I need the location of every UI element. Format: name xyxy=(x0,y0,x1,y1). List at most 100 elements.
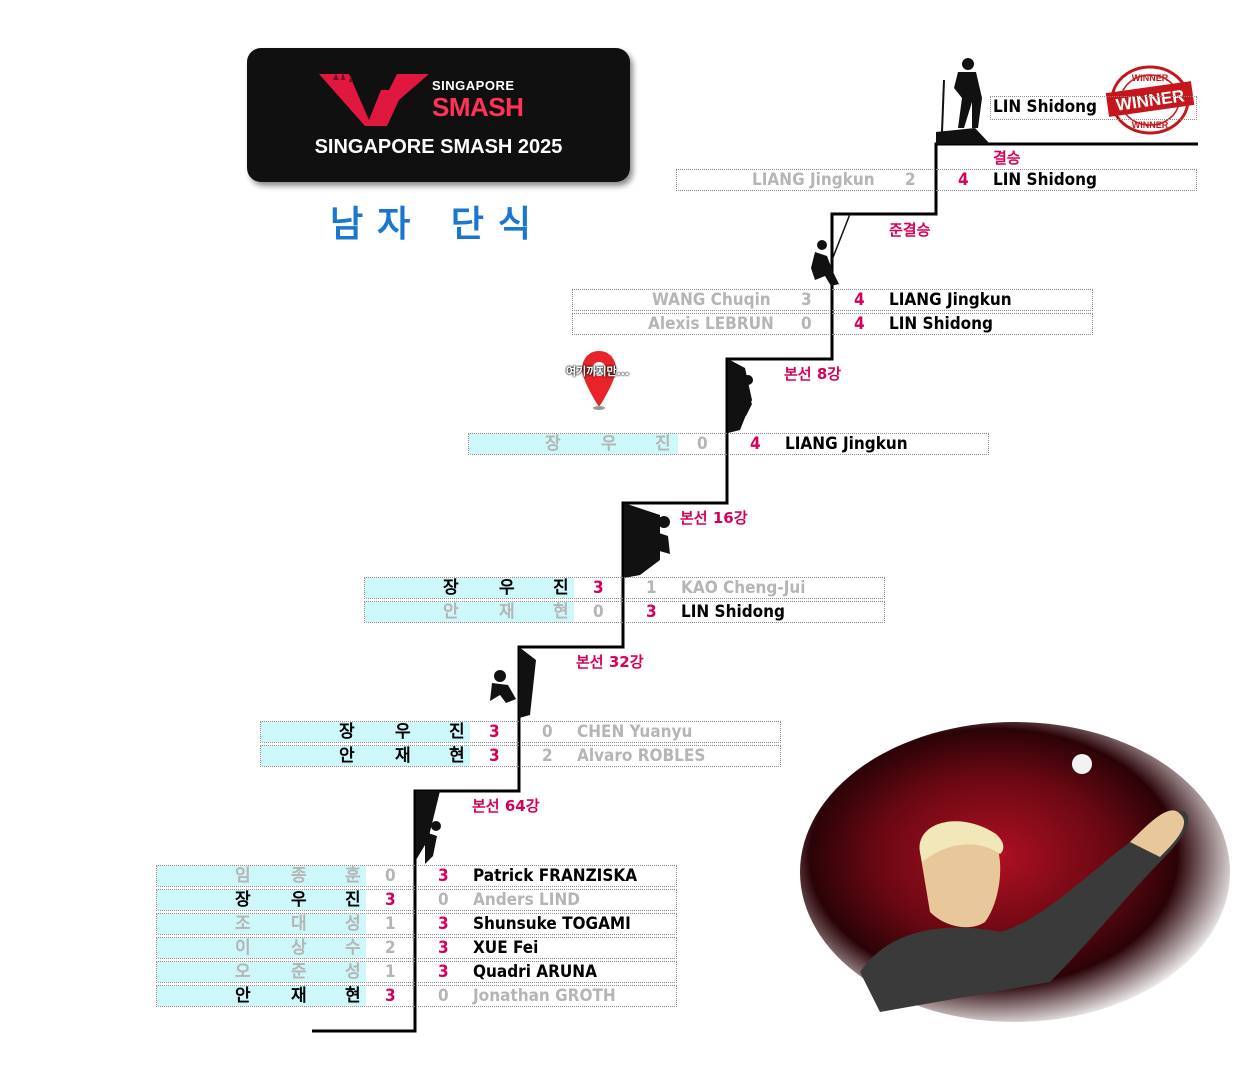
final-loser-score: 2 xyxy=(905,170,916,190)
round-label-r16: 본선 16강 xyxy=(680,509,748,527)
korean-player-char: 우 xyxy=(291,890,307,910)
opponent-score: 3 xyxy=(438,938,449,958)
pin-label: 여기까지만... xyxy=(566,365,630,378)
player-photo xyxy=(800,722,1230,1022)
semi-loser: Alexis LEBRUN xyxy=(648,314,774,334)
r64-match-row: 이 상 수 2 3 XUE Fei xyxy=(156,937,677,959)
korean-player-char: 이 xyxy=(235,938,251,958)
korean-player-char: 대 xyxy=(291,914,307,934)
opponent-score: 1 xyxy=(646,578,657,598)
final-match-row: LIANG Jingkun 2 4 LIN Shidong xyxy=(676,169,1197,191)
semi-winner: LIANG Jingkun xyxy=(889,290,1012,310)
korean-player-char: 성 xyxy=(345,914,361,934)
korean-player-char: 수 xyxy=(345,938,361,958)
logo-brand-bottom: SMASH xyxy=(432,92,524,122)
opponent-name: Quadri ARUNA xyxy=(473,962,597,982)
korean-player-char: 재 xyxy=(291,986,307,1006)
korean-score: 3 xyxy=(489,746,500,766)
opponent-name: KAO Cheng-Jui xyxy=(681,578,806,598)
round-label-semi: 준결승 xyxy=(889,221,931,239)
semi-match-row: WANG Chuqin 3 4 LIANG Jingkun xyxy=(572,289,1093,311)
opponent-name: Jonathan GROTH xyxy=(473,986,616,1006)
korean-score: 3 xyxy=(385,890,396,910)
korean-player-char: 성 xyxy=(345,962,361,982)
korean-player-char: 현 xyxy=(553,602,569,622)
semi-winner-score: 4 xyxy=(854,290,865,310)
page-title: 남자 단식 xyxy=(330,204,546,245)
korean-player-char: 재 xyxy=(499,602,515,622)
opponent-score: 4 xyxy=(750,434,761,454)
korean-player-char: 재 xyxy=(395,746,411,766)
logo-brand-top: SINGAPORE xyxy=(432,78,515,93)
opponent-name: XUE Fei xyxy=(473,938,539,958)
korean-player-char: 장 xyxy=(235,890,251,910)
champion-name: LIN Shidong xyxy=(993,97,1097,117)
korean-player-char: 장 xyxy=(339,722,355,742)
winner-stamp-icon: WINNER WINNER WINNER xyxy=(1105,65,1195,135)
r16-match-row: 안 재 현 0 3 LIN Shidong xyxy=(364,601,885,623)
semi-match-row: Alexis LEBRUN 0 4 LIN Shidong xyxy=(572,313,1093,335)
korean-player-char: 장 xyxy=(545,434,561,454)
logo-caption: SINGAPORE SMASH 2025 xyxy=(314,136,563,158)
korean-player-char: 우 xyxy=(601,434,617,454)
round-label-final: 결승 xyxy=(993,149,1021,167)
korean-player-char: 진 xyxy=(345,890,361,910)
r32-match-row: 안 재 현 3 2 Alvaro ROBLES xyxy=(260,745,781,767)
korean-player-char: 종 xyxy=(291,866,307,886)
opponent-score: 3 xyxy=(438,866,449,886)
korean-score: 2 xyxy=(385,938,396,958)
svg-text:WINNER: WINNER xyxy=(1132,73,1169,83)
champion-box: LIN Shidong xyxy=(990,96,1197,120)
opponent-name: Patrick FRANZISKA xyxy=(473,866,638,886)
final-winner-score: 4 xyxy=(958,170,969,190)
svg-text:WINNER: WINNER xyxy=(1132,120,1169,130)
semi-winner-score: 4 xyxy=(854,314,865,334)
korean-score: 3 xyxy=(489,722,500,742)
korean-player-char: 준 xyxy=(291,962,307,982)
opponent-score: 3 xyxy=(646,602,657,622)
korean-player-char: 임 xyxy=(235,866,251,886)
korean-player-char: 현 xyxy=(345,986,361,1006)
korean-score: 3 xyxy=(593,578,604,598)
round-label-r64: 본선 64강 xyxy=(472,797,540,815)
korean-player-char: 우 xyxy=(395,722,411,742)
opponent-score: 0 xyxy=(438,890,449,910)
opponent-name: Shunsuke TOGAMI xyxy=(473,914,631,934)
korean-player-char: 안 xyxy=(443,602,459,622)
korean-score: 1 xyxy=(385,962,396,982)
korean-player-char: 진 xyxy=(449,722,465,742)
semi-loser-score: 3 xyxy=(801,290,812,310)
korean-player-char: 현 xyxy=(449,746,465,766)
korean-player-char: 진 xyxy=(553,578,569,598)
final-loser: LIANG Jingkun xyxy=(752,170,875,190)
semi-winner: LIN Shidong xyxy=(889,314,993,334)
r16-match-row: 장 우 진 3 1 KAO Cheng-Jui xyxy=(364,577,885,599)
r8-match-row: 장 우 진 0 4 LIANG Jingkun xyxy=(468,433,989,455)
korean-player-char: 조 xyxy=(235,914,251,934)
korean-player-char: 안 xyxy=(235,986,251,1006)
location-pin-icon xyxy=(582,351,616,410)
korean-score: 0 xyxy=(697,434,708,454)
korean-player-char: 상 xyxy=(291,938,307,958)
singapore-smash-logo: SINGAPORE SMASH SINGAPORE SMASH 2025 xyxy=(247,48,630,182)
semi-loser-score: 0 xyxy=(801,314,812,334)
opponent-name: Alvaro ROBLES xyxy=(577,746,706,766)
opponent-name: CHEN Yuanyu xyxy=(577,722,693,742)
korean-score: 0 xyxy=(385,866,396,886)
semi-loser: WANG Chuqin xyxy=(652,290,771,310)
korean-score: 3 xyxy=(385,986,396,1006)
opponent-score: 3 xyxy=(438,914,449,934)
korean-player-char: 진 xyxy=(655,434,671,454)
round-label-r32: 본선 32강 xyxy=(576,653,644,671)
korean-player-char: 안 xyxy=(339,746,355,766)
round-label-r8: 본선 8강 xyxy=(784,365,842,383)
final-winner: LIN Shidong xyxy=(993,170,1097,190)
r64-match-row: 안 재 현 3 0 Jonathan GROTH xyxy=(156,985,677,1007)
korean-player-char: 오 xyxy=(235,962,251,982)
opponent-name: LIN Shidong xyxy=(681,602,785,622)
opponent-score: 0 xyxy=(542,722,553,742)
opponent-score: 0 xyxy=(438,986,449,1006)
